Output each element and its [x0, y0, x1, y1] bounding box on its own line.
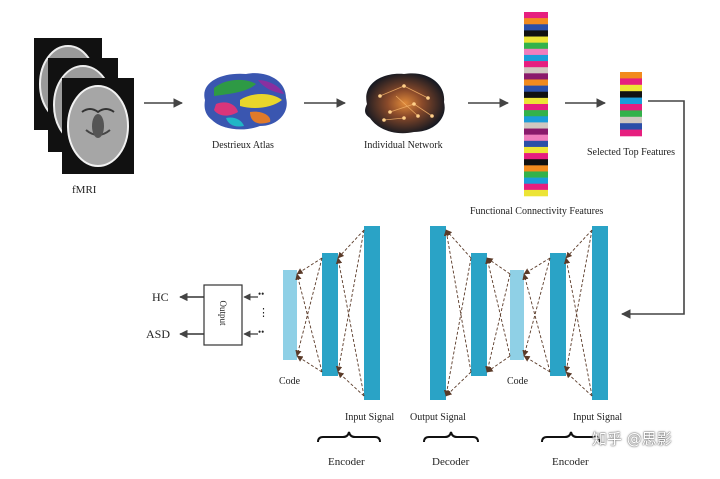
fmri-label: fMRI [72, 184, 97, 196]
fc-bar-segment [524, 110, 548, 117]
fc-bar-segment [524, 189, 548, 197]
atlas-label: Destrieux Atlas [212, 140, 274, 151]
connector-line [621, 100, 685, 319]
watermark: 知乎 @思影 [592, 430, 672, 448]
fc-bar-segment [524, 128, 548, 135]
destrieux-atlas-icon [204, 73, 287, 130]
encoder-left-label: Encoder [328, 456, 365, 468]
selected-features-label: Selected Top Features [587, 147, 675, 158]
fc-bar-segment [524, 171, 548, 178]
asd-label: ASD [146, 327, 171, 341]
fc-bar-segment [524, 183, 548, 191]
fc-bar-segment [524, 159, 548, 166]
decoder-label: Decoder [432, 456, 470, 468]
layer-decoder-output [430, 226, 446, 400]
fc-bar-segment [524, 177, 548, 185]
individual-network-icon [365, 73, 445, 134]
fc-bar-segment [524, 85, 548, 93]
functional-connectivity-bar [524, 12, 548, 197]
layer-right-input [592, 226, 608, 400]
layer-left-hidden [322, 253, 338, 376]
mri-stack [34, 38, 134, 174]
fc-bar-segment [524, 61, 548, 68]
selected-bar-segment [620, 91, 642, 98]
fc-bar-segment [524, 24, 548, 31]
fc-bar-segment [524, 73, 548, 80]
network-label: Individual Network [364, 140, 443, 151]
output-signal-label: Output Signal [410, 412, 466, 423]
fc-bar-segment [524, 134, 548, 142]
selected-bar-segment [620, 110, 642, 118]
dots-mid: ⋮ [258, 307, 269, 319]
selected-bar-segment [620, 116, 642, 124]
output-box-label: Output [218, 300, 228, 326]
selected-features-bar [620, 72, 642, 137]
fc-bar-segment [524, 97, 548, 105]
selected-bar-segment [620, 129, 642, 137]
braces [317, 431, 601, 443]
selected-bar-segment [620, 78, 642, 86]
dots-top: •• [258, 289, 265, 299]
fc-bar-segment [524, 91, 548, 99]
selected-bar-segment [620, 104, 642, 111]
layer-left-code [283, 270, 297, 360]
fc-bar-segment [524, 122, 548, 129]
fc-bar-segment [524, 140, 548, 148]
layer-left-input [364, 226, 380, 400]
fc-bar-segment [524, 153, 548, 160]
fc-bar-segment [524, 67, 548, 74]
layer-right-hidden [550, 253, 566, 376]
fc-bar-segment [524, 104, 548, 111]
fc-bar-segment [524, 54, 548, 62]
dashed-connections [295, 229, 593, 397]
input-signal-right-label: Input Signal [573, 412, 623, 423]
input-signal-left-label: Input Signal [345, 412, 395, 423]
fc-bar-segment [524, 30, 548, 37]
fc-bar-segment [524, 116, 548, 123]
hc-label: HC [152, 290, 169, 304]
autoencoder-layers [283, 226, 608, 400]
selected-bar-segment [620, 72, 642, 79]
fc-bar-segment [524, 12, 548, 19]
fc-bar-segment [524, 18, 548, 25]
fc-bar-segment [524, 42, 548, 50]
encoder-right-label: Encoder [552, 456, 589, 468]
code-label-left: Code [279, 376, 301, 387]
dots-bottom: •• [258, 327, 265, 337]
fc-bar-segment [524, 146, 548, 154]
fc-bar-segment [524, 36, 548, 43]
selected-bar-segment [620, 123, 642, 130]
output-box [203, 284, 243, 346]
layer-decoder-hidden [471, 253, 487, 376]
code-label-right: Code [507, 376, 529, 387]
selected-bar-segment [620, 97, 642, 105]
layer-right-code [510, 270, 524, 360]
fc-features-label: Functional Connectivity Features [470, 206, 604, 217]
fc-bar-segment [524, 48, 548, 56]
fc-bar-segment [524, 165, 548, 172]
fc-bar-segment [524, 79, 548, 86]
selected-bar-segment [620, 84, 642, 92]
